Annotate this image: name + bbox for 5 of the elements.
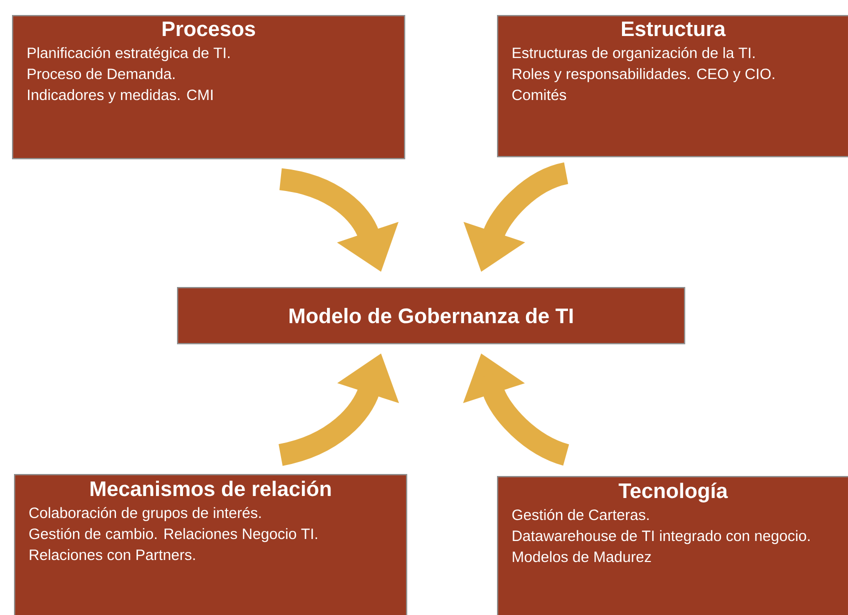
category-box: Tecnología Gestión de Carteras. Datawarehouse de TI integrado con negocio. Modelos de Madurez	[497, 476, 848, 615]
category-box: Procesos Planificación estratégica de TI. Proceso de Demanda. Indicadores y medidas. CMI	[12, 15, 406, 160]
title-box: Modelo de Gobernanza de TI	[177, 287, 686, 344]
category-box: Estructura Estructuras de organización de la TI. Roles y responsabilidades. CEO y CIO. Comités	[497, 15, 848, 158]
category-box: Mecanismos de relación Colaboración de grupos de interés. Gestión de cambio. Relaciones Negocio TI. Relaciones con Partners.	[14, 474, 408, 615]
